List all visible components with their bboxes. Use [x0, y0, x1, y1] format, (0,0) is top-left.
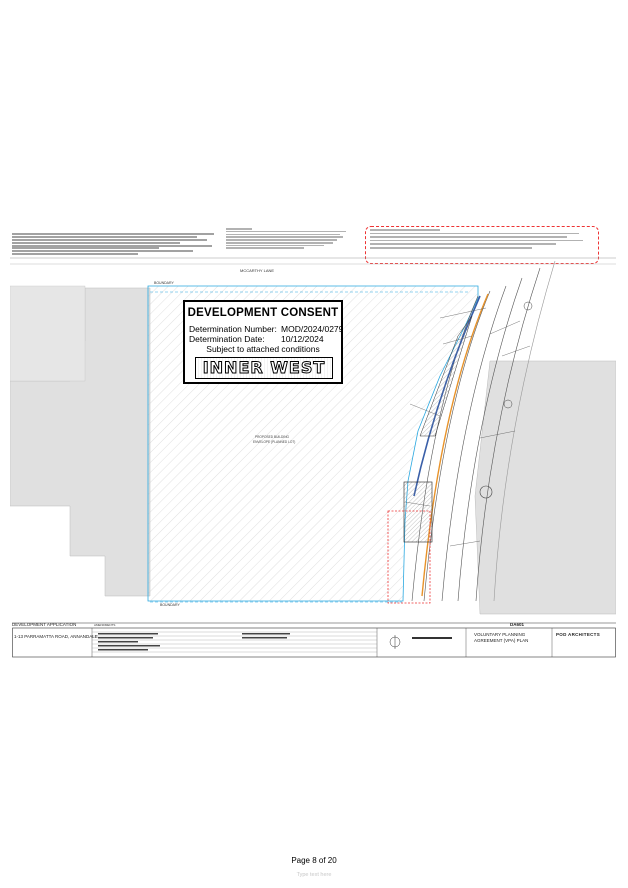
application-label: DEVELOPMENT APPLICATION	[12, 622, 77, 627]
project-address: 1-13 PARRAMATTA ROAD, ANNANDALE	[14, 634, 98, 639]
amendments-label: AMENDMENTS	[94, 623, 116, 627]
inner-west-logo: INNER WEST	[195, 357, 333, 379]
page-number: Page 8 of 20	[291, 856, 337, 865]
general-notes	[12, 233, 222, 257]
sheet-reference: DA601	[510, 622, 525, 627]
boundary-top-label: BOUNDARY	[154, 281, 174, 285]
lane-label: MCCARTHY LANE	[240, 268, 274, 273]
boundary-bottom-label: BOUNDARY	[160, 603, 180, 607]
amendment-legend	[365, 226, 599, 264]
drawing-title-2: AGREEMENT (VPA) PLAN	[474, 638, 529, 643]
determination-number-value: MOD/2024/0279	[281, 324, 344, 334]
title-block	[12, 622, 616, 658]
determination-date-value: 10/12/2024	[281, 334, 324, 344]
lobby-block	[403, 481, 433, 543]
text-entry-hint[interactable]: Type text here	[296, 872, 332, 878]
conditions-note: Subject to attached conditions	[206, 344, 320, 354]
amendment-cloud	[387, 510, 431, 604]
determination-date-label: Determination Date:	[189, 334, 265, 344]
envelope-label-2: ENVELOPE (PLANNED LOT)	[253, 440, 295, 444]
adjacent-building-right	[474, 360, 616, 615]
architect-logo: POD ARCHITECTS	[556, 632, 601, 637]
determination-number-label: Determination Number:	[189, 324, 277, 334]
consent-title: DEVELOPMENT CONSENT	[187, 307, 339, 319]
vpa-boundary-line	[421, 293, 489, 597]
legend	[226, 228, 356, 256]
development-consent-stamp: DEVELOPMENT CONSENT Determination Number…	[183, 300, 343, 384]
envelope-label-1: PROPOSED BUILDING	[255, 435, 290, 439]
drawing-title-1: VOLUNTARY PLANNING	[474, 632, 526, 637]
